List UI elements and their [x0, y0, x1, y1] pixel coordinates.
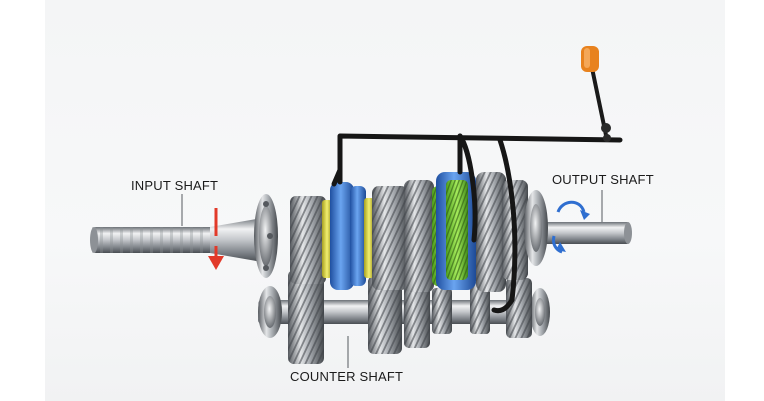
leader-lines	[181, 190, 603, 368]
counter-gear-3	[404, 280, 430, 348]
input-bearing	[254, 194, 278, 278]
main-gear-1	[290, 196, 326, 284]
output-bearing	[524, 190, 548, 266]
output-shaft-label: OUTPUT SHAFT	[552, 172, 654, 187]
main-gear-3	[404, 180, 434, 292]
counter-gear-5	[470, 282, 490, 334]
main-gear-4	[476, 172, 506, 292]
synchro-sleeve-blue-2	[436, 172, 476, 290]
gear-lever-knob-icon	[581, 46, 599, 72]
main-gear-2	[372, 186, 408, 290]
input-shaft	[90, 218, 262, 262]
down-arrow-icon	[208, 208, 224, 270]
counter-shaft-label: COUNTER SHAFT	[290, 369, 404, 384]
counter-gear-6	[506, 278, 532, 338]
rotation-arrow-icon	[552, 200, 590, 254]
synchro-ring-yellow-1	[322, 200, 332, 278]
counter-gear-2	[368, 276, 402, 354]
counter-gear-1	[288, 270, 324, 364]
counter-gear-4	[432, 288, 452, 334]
shift-mechanism	[331, 133, 623, 314]
synchro-sleeve-blue-1	[330, 182, 366, 290]
synchro-ring-yellow-2	[364, 198, 374, 278]
gear-lever	[590, 66, 611, 142]
input-shaft-label: INPUT SHAFT	[131, 178, 219, 193]
